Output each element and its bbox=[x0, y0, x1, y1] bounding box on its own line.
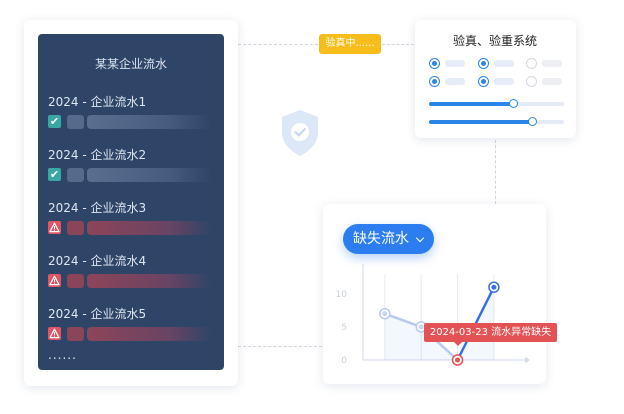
anomaly-tooltip: 2024-03-23 流水异常缺失 bbox=[424, 323, 557, 346]
check-icon[interactable]: ✔ bbox=[48, 115, 61, 128]
radio-option[interactable] bbox=[526, 76, 537, 87]
ledger-item-row: ✔ bbox=[48, 168, 216, 182]
slider-handle[interactable] bbox=[527, 117, 537, 126]
y-tick-label: 5 bbox=[341, 323, 347, 333]
ledger-item-row bbox=[48, 327, 216, 341]
ledger-panel: 某某企业流水 2024 - 企业流水1 ✔ 2024 - 企业流水2 ✔ 202… bbox=[38, 34, 224, 370]
series-line-segment bbox=[383, 312, 423, 329]
connector-ledger-to-verify bbox=[238, 44, 318, 45]
line-chart: 0 5 10 bbox=[336, 264, 530, 366]
verify-system-title: 验真、验重系统 bbox=[452, 34, 537, 48]
verifying-badge: 验真中...... bbox=[319, 34, 381, 54]
connector-badge-to-verify bbox=[382, 44, 414, 45]
ledger-item[interactable]: 2024 - 企业流水5 bbox=[48, 305, 216, 349]
placeholder-bar bbox=[87, 221, 211, 235]
check-icon[interactable]: ✔ bbox=[48, 168, 61, 181]
radio-option[interactable] bbox=[478, 76, 489, 87]
placeholder-bar bbox=[87, 274, 211, 288]
ledger-item-row bbox=[48, 274, 216, 288]
placeholder-pill bbox=[67, 221, 84, 235]
x-axis-arrow bbox=[525, 357, 530, 363]
ledger-item[interactable]: 2024 - 企业流水2 ✔ bbox=[48, 146, 216, 190]
placeholder-bar bbox=[87, 115, 211, 129]
placeholder-pill bbox=[67, 115, 84, 129]
data-point-core bbox=[418, 324, 424, 330]
radio-option-bar bbox=[445, 78, 465, 85]
more-ellipsis: ...... bbox=[48, 348, 77, 362]
placeholder-pill bbox=[67, 168, 84, 182]
radio-option[interactable] bbox=[526, 58, 537, 69]
ledger-item-row: ✔ bbox=[48, 115, 216, 129]
radio-option[interactable] bbox=[478, 58, 489, 69]
ledger-item-label: 2024 - 企业流水2 bbox=[48, 148, 147, 162]
ledger-card: 某某企业流水 2024 - 企业流水1 ✔ 2024 - 企业流水2 ✔ 202… bbox=[24, 20, 238, 386]
data-point-core bbox=[491, 284, 497, 290]
ledger-item-label: 2024 - 企业流水3 bbox=[48, 201, 147, 215]
chart-area bbox=[384, 287, 494, 360]
data-point-core bbox=[455, 357, 461, 363]
shield-check-icon bbox=[279, 108, 321, 158]
warning-triangle-icon[interactable] bbox=[48, 274, 61, 287]
ledger-item-row bbox=[48, 221, 216, 235]
radio-option[interactable] bbox=[429, 58, 440, 69]
ledger-item-label: 2024 - 企业流水4 bbox=[48, 254, 147, 268]
ledger-item[interactable]: 2024 - 企业流水4 bbox=[48, 252, 216, 296]
dropdown-label: 缺失流水 bbox=[353, 231, 409, 247]
radio-option-bar bbox=[494, 78, 514, 85]
radio-option-bar bbox=[542, 78, 562, 85]
radio-option[interactable] bbox=[429, 76, 440, 87]
radio-option-bar bbox=[494, 60, 514, 67]
ledger-item[interactable]: 2024 - 企业流水1 ✔ bbox=[48, 93, 216, 137]
placeholder-pill bbox=[67, 274, 84, 288]
slider-fill bbox=[429, 120, 532, 124]
slider-handle[interactable] bbox=[508, 99, 518, 108]
ledger-item-label: 2024 - 企业流水1 bbox=[48, 95, 147, 109]
placeholder-bar bbox=[87, 327, 211, 341]
warning-triangle-icon[interactable] bbox=[48, 221, 61, 234]
warning-triangle-icon[interactable] bbox=[48, 327, 61, 340]
radio-option-bar bbox=[542, 60, 562, 67]
verify-system-card: 验真、验重系统 bbox=[415, 20, 576, 138]
ledger-title: 某某企业流水 bbox=[94, 57, 167, 71]
y-tick-label: 10 bbox=[336, 290, 348, 300]
ledger-item-label: 2024 - 企业流水5 bbox=[48, 307, 147, 321]
slider-fill bbox=[429, 102, 513, 106]
placeholder-pill bbox=[67, 327, 84, 341]
slider[interactable] bbox=[429, 99, 564, 108]
connector-chart-to-ledger bbox=[238, 346, 322, 347]
chart-card: 缺失流水 0 5 10 bbox=[323, 204, 546, 384]
slider[interactable] bbox=[429, 117, 564, 126]
ledger-item[interactable]: 2024 - 企业流水3 bbox=[48, 199, 216, 243]
placeholder-bar bbox=[87, 168, 211, 182]
y-tick-label: 0 bbox=[341, 356, 347, 366]
data-point-core bbox=[382, 311, 388, 317]
missing-ledger-dropdown[interactable]: 缺失流水 bbox=[343, 224, 434, 254]
connector-verify-to-chart bbox=[495, 140, 496, 204]
radio-option-bar bbox=[445, 60, 465, 67]
